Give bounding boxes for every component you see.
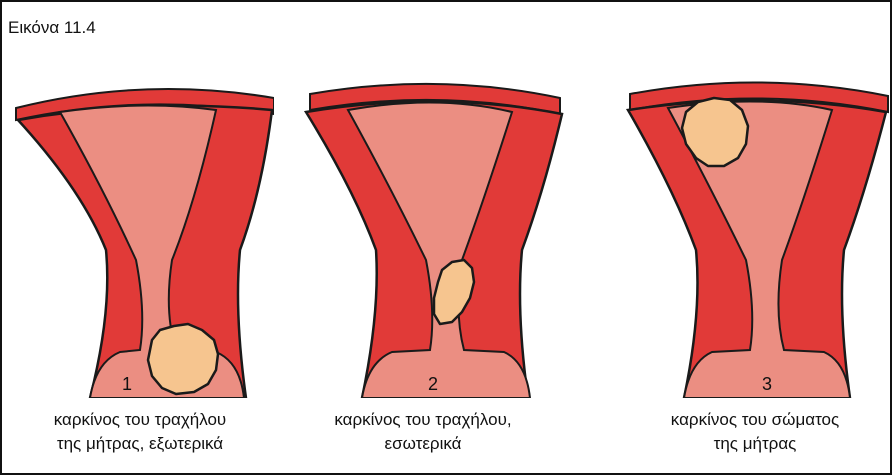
caption-line: της μήτρας — [630, 432, 880, 456]
uterus-illustration-3: 3 — [620, 50, 890, 398]
uterus-drawing-3 — [620, 50, 890, 398]
panel-number: 1 — [122, 374, 132, 395]
caption-line: εσωτερικά — [298, 432, 548, 456]
figure-title: Εικόνα 11.4 — [8, 18, 96, 38]
caption-line: καρκίνος του τραχήλου, — [298, 408, 548, 432]
uterus-drawing-1 — [4, 50, 274, 398]
caption-1: καρκίνος του τραχήλου της μήτρας, εξωτερ… — [20, 408, 260, 456]
panel-number: 2 — [428, 374, 438, 395]
uterus-illustration-1: 1 — [4, 50, 274, 398]
tumor-shape — [148, 324, 218, 394]
uterus-illustration-2: 2 — [298, 50, 568, 398]
caption-line: της μήτρας, εξωτερικά — [20, 432, 260, 456]
caption-line: καρκίνος του σώματος — [630, 408, 880, 432]
panel-number: 3 — [762, 374, 772, 395]
caption-line: καρκίνος του τραχήλου — [20, 408, 260, 432]
uterus-drawing-2 — [298, 50, 568, 398]
caption-3: καρκίνος του σώματος της μήτρας — [630, 408, 880, 456]
caption-2: καρκίνος του τραχήλου, εσωτερικά — [298, 408, 548, 456]
